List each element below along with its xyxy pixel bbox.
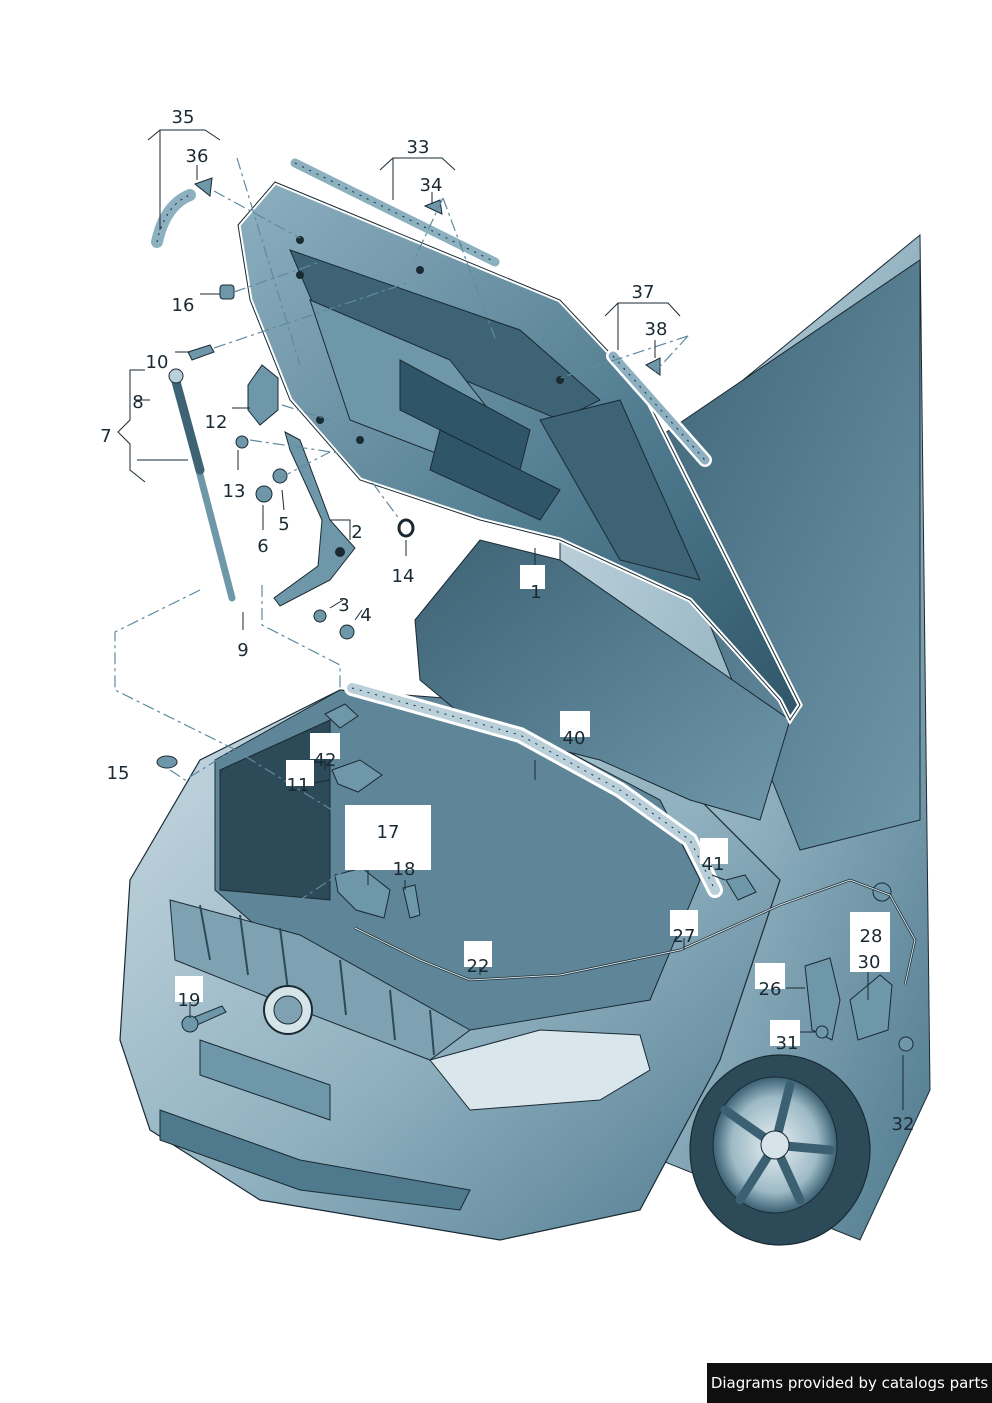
label-part-28: 28 <box>860 926 883 947</box>
label-part-15: 15 <box>107 763 130 784</box>
label-part-26: 26 <box>759 979 782 1000</box>
label-part-32: 32 <box>892 1114 915 1135</box>
label-part-18: 18 <box>393 859 416 880</box>
label-part-6: 6 <box>257 536 268 557</box>
curved-seal-piece <box>148 186 199 251</box>
label-part-3: 3 <box>338 595 349 616</box>
callout-labels: 1 2 3 4 5 6 7 8 9 10 11 12 13 14 15 16 1… <box>100 107 914 1135</box>
gas-strut <box>168 368 238 604</box>
label-part-11: 11 <box>287 775 310 796</box>
label-part-33: 33 <box>407 137 430 158</box>
label-part-37: 37 <box>632 282 655 303</box>
label-part-13: 13 <box>223 481 246 502</box>
label-part-35: 35 <box>172 107 195 128</box>
label-part-14: 14 <box>392 566 415 587</box>
label-part-7: 7 <box>100 426 111 447</box>
bonnet-front-seal <box>344 680 723 898</box>
hood-hinge <box>273 431 356 607</box>
label-part-34: 34 <box>420 175 443 196</box>
label-part-2: 2 <box>351 522 362 543</box>
label-part-38: 38 <box>645 319 668 340</box>
label-part-4: 4 <box>360 605 371 626</box>
label-part-12: 12 <box>205 412 228 433</box>
hinge-bracket <box>247 364 279 426</box>
label-part-31: 31 <box>776 1033 799 1054</box>
label-part-8: 8 <box>132 392 143 413</box>
side-seal-strip <box>606 349 712 467</box>
label-part-30: 30 <box>858 952 881 973</box>
label-part-22: 22 <box>467 956 490 977</box>
label-part-36: 36 <box>186 146 209 167</box>
label-part-5: 5 <box>278 514 289 535</box>
label-part-40: 40 <box>563 728 586 749</box>
label-part-9: 9 <box>237 640 248 661</box>
label-part-16: 16 <box>172 295 195 316</box>
label-part-41: 41 <box>702 854 725 875</box>
diagram-credit: Diagrams provided by catalogs parts <box>707 1363 992 1403</box>
front-wheel <box>689 1054 871 1246</box>
label-part-19: 19 <box>178 990 201 1011</box>
label-part-27: 27 <box>673 926 696 947</box>
hood-panel <box>235 178 803 725</box>
label-part-42: 42 <box>314 750 337 771</box>
hood-seal-strip <box>288 156 502 269</box>
label-part-10: 10 <box>146 352 169 373</box>
label-part-17: 17 <box>377 822 400 843</box>
label-part-1: 1 <box>530 582 541 603</box>
